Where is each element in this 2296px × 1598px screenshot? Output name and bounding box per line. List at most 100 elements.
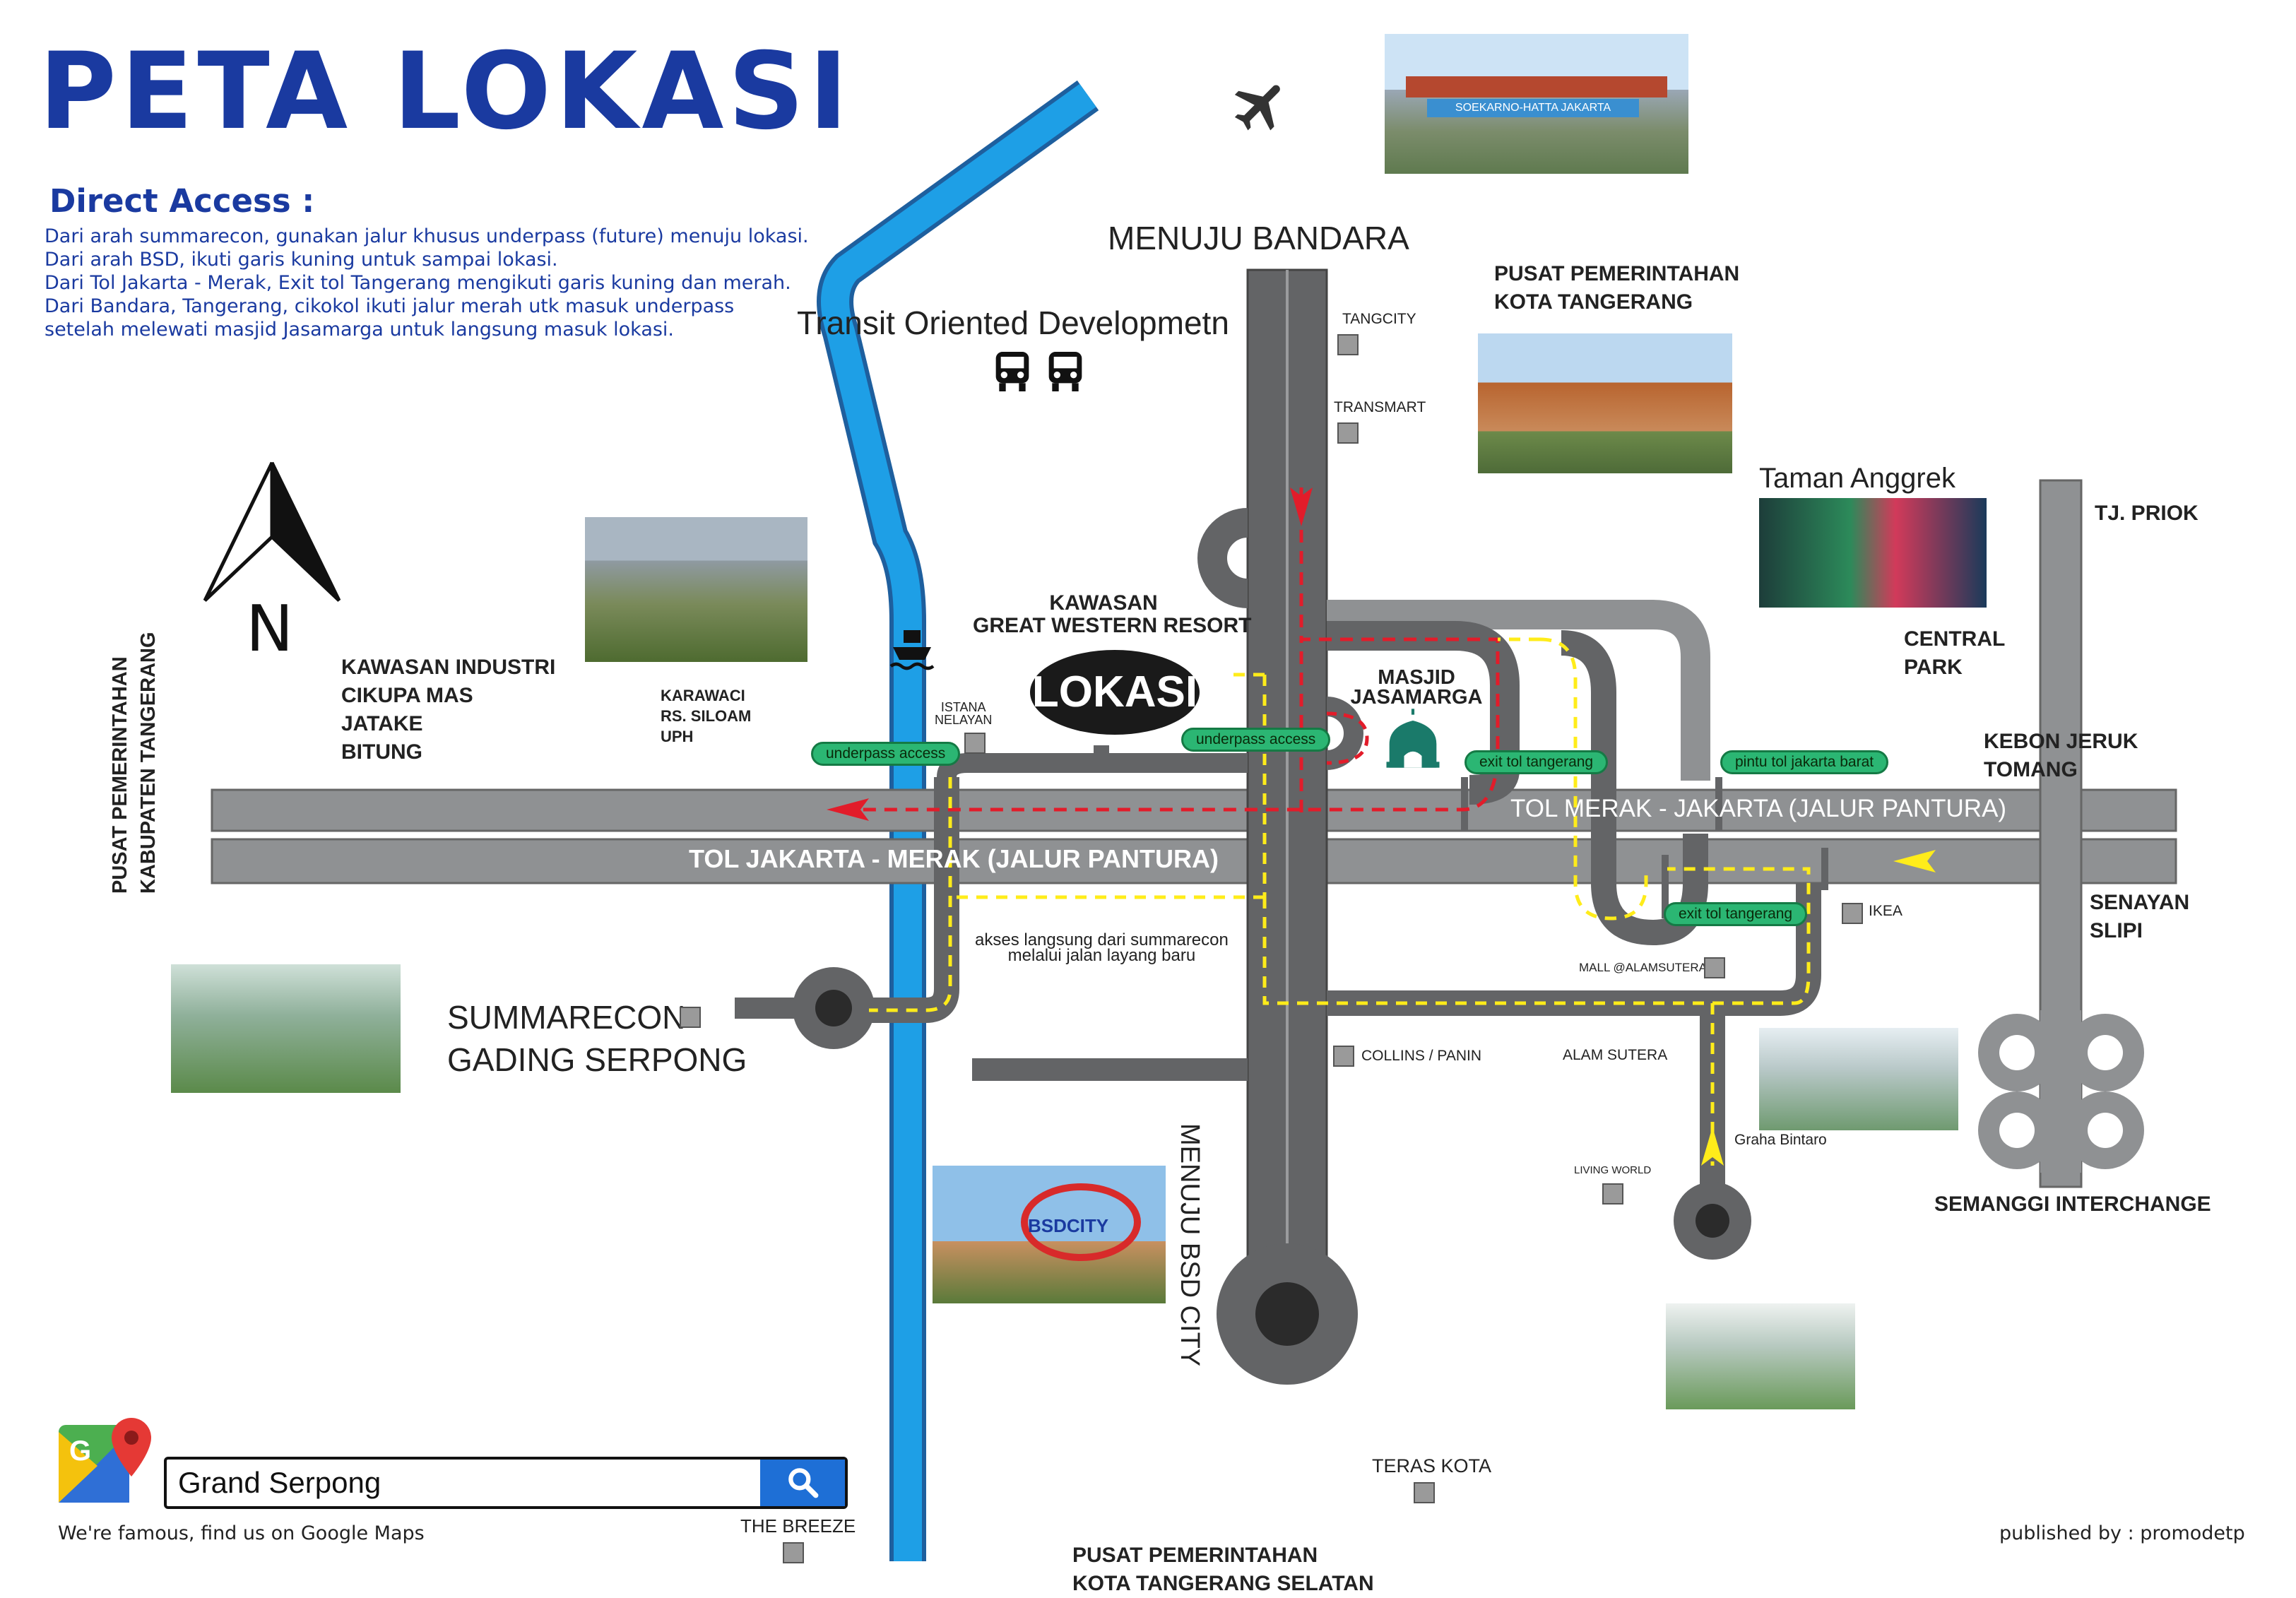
label-line: GADING SERPONG xyxy=(447,1041,747,1078)
label-line: ISTANA xyxy=(940,700,986,714)
plane-icon xyxy=(1229,74,1293,138)
ikea-marker xyxy=(1842,903,1863,924)
transmart-marker xyxy=(1337,422,1359,444)
airport-roof xyxy=(1406,76,1667,97)
tj-priok-label: TJ. PRIOK xyxy=(2095,502,2199,525)
red-arrow-left xyxy=(827,798,869,821)
label-line: KABUPATEN TANGERANG xyxy=(137,632,160,894)
search-icon xyxy=(781,1467,824,1502)
the-breeze-label: THE BREEZE xyxy=(740,1515,856,1537)
living-world-photo xyxy=(1666,1303,1855,1409)
yellow-arrow-up xyxy=(1701,1127,1724,1166)
label-line: CENTRAL xyxy=(1904,627,2006,651)
direct-access-line: Dari arah summarecon, gunakan jalur khus… xyxy=(45,225,809,247)
label-line: RS. SILOAM xyxy=(661,707,752,725)
taman-anggrek-photo xyxy=(1759,498,1987,608)
lokasi-marker[interactable]: LOKASI xyxy=(1030,650,1200,735)
red-arrow-down xyxy=(1290,487,1313,526)
collins-marker xyxy=(1333,1046,1354,1067)
toll-label-upper: TOL MERAK - JAKARTA (JALUR PANTURA) xyxy=(1510,795,2007,822)
karawaci-photo xyxy=(585,517,807,662)
airport-sign: SOEKARNO-HATTA JAKARTA xyxy=(1427,99,1639,117)
kota-tangerang-photo xyxy=(1478,333,1732,473)
label-line: KEBON JERUK xyxy=(1984,730,2138,753)
toll-road-lower xyxy=(211,838,2177,884)
kawasan-industri-label: KAWASAN INDUSTRI CIKUPA MAS JATAKE BITUN… xyxy=(341,653,555,767)
search-box xyxy=(164,1457,848,1509)
label-line: NELAYAN xyxy=(935,713,993,727)
label-line: PUSAT PEMERINTAHAN xyxy=(1494,262,1740,285)
teras-kota-label: TERAS KOTA xyxy=(1372,1455,1492,1476)
kebon-jeruk-label: KEBON JERUK TOMANG xyxy=(1984,728,2138,784)
label-line: KAWASAN xyxy=(1049,591,1158,615)
masjid-label: MASJID JASAMARGA xyxy=(1346,666,1487,708)
underpass-access-mid-pill: underpass access xyxy=(1181,728,1331,752)
summarecon-marker xyxy=(680,1007,701,1028)
living-world-label: LIVING WORLD xyxy=(1574,1164,1652,1176)
svg-text:G: G xyxy=(69,1436,91,1467)
semanggi-label: SEMANGGI INTERCHANGE xyxy=(1934,1192,2211,1216)
label-line: TOMANG xyxy=(1984,758,2078,781)
label-line: SLIPI xyxy=(2090,919,2143,942)
google-maps-icon[interactable]: G xyxy=(55,1416,154,1508)
label-line: JATAKE xyxy=(341,712,423,735)
direct-access-heading: Direct Access : xyxy=(49,182,315,220)
direct-access-line: Dari Bandara, Tangerang, cikokol ikuti j… xyxy=(45,295,735,317)
bsd-city-photo: BSDCITY xyxy=(933,1166,1166,1303)
summarecon-label: SUMMARECON GADING SERPONG xyxy=(447,996,747,1081)
exit-tol-tangerang-bottom-pill: exit tol tangerang xyxy=(1664,902,1808,926)
taman-anggrek-label: Taman Anggrek xyxy=(1759,463,1955,494)
direct-access-text: Dari arah summarecon, gunakan jalur khus… xyxy=(45,225,809,341)
lokasi-label: LOKASI xyxy=(1031,668,1198,716)
label-line: MASJID xyxy=(1378,666,1455,689)
label-line: KOTA TANGERANG xyxy=(1494,290,1693,314)
menuju-bsd-label: MENUJU BSD CITY xyxy=(1175,1123,1205,1367)
bsd-ring xyxy=(1021,1183,1141,1261)
label-line: SUMMARECON xyxy=(447,999,686,1036)
direct-access-line: Dari arah BSD, ikuti garis kuning untuk … xyxy=(45,249,558,271)
semanggi-interchange xyxy=(1978,1010,2144,1173)
graha-bintaro-photo xyxy=(1759,1028,1958,1130)
label-line: KAWASAN INDUSTRI xyxy=(341,656,556,679)
karawaci-label: KARAWACI RS. SILOAM UPH xyxy=(661,685,751,747)
central-park-label: CENTRAL PARK xyxy=(1904,625,2005,682)
label-line: PUSAT PEMERINTAHAN xyxy=(1072,1544,1318,1567)
tangcity-label: TANGCITY xyxy=(1342,311,1416,327)
underpass-access-left-pill: underpass access xyxy=(811,742,961,766)
direct-access-line: Dari Tol Jakarta - Merak, Exit tol Tange… xyxy=(45,272,791,294)
yellow-arrow-left xyxy=(1893,850,1936,872)
label-line: UPH xyxy=(661,728,694,745)
label-line: GREAT WESTERN RESORT xyxy=(973,614,1252,637)
istana-nelayan-marker xyxy=(964,733,986,754)
kawasan-gwr-label: KAWASAN GREAT WESTERN RESORT xyxy=(973,591,1252,637)
pusat-kab-label: PUSAT PEMERINTAHAN KABUPATEN TANGERANG xyxy=(106,632,162,894)
search-button[interactable] xyxy=(760,1460,845,1506)
compass-label: N xyxy=(246,592,294,666)
ship-icon xyxy=(887,622,937,673)
tod-label: Transit Oriented Developmetn xyxy=(797,304,1229,341)
bus-icon xyxy=(993,350,1032,393)
search-input[interactable] xyxy=(167,1460,732,1506)
bus-icon xyxy=(1046,350,1085,393)
transmart-label: TRANSMART xyxy=(1334,399,1426,415)
teras-kota-marker xyxy=(1414,1482,1435,1503)
alam-sutera-label: ALAM SUTERA xyxy=(1563,1047,1668,1063)
akses-label: akses langsung dari summarecon melalui j… xyxy=(975,930,1229,964)
menuju-bandara-label: MENUJU BANDARA xyxy=(1108,220,1409,256)
label-line: BITUNG xyxy=(341,740,422,764)
summarecon-photo xyxy=(171,964,401,1093)
river-fill xyxy=(821,83,1096,1561)
istana-nelayan-label: ISTANA NELAYAN xyxy=(935,701,992,726)
label-line: akses langsung dari summarecon xyxy=(975,930,1229,949)
living-world-marker xyxy=(1602,1183,1623,1205)
label-line: KOTA TANGERANG SELATAN xyxy=(1072,1572,1374,1595)
label-line: SENAYAN xyxy=(2090,891,2190,914)
label-line: PARK xyxy=(1904,656,1963,679)
published-by-label: published by : promodetp xyxy=(1999,1522,2245,1544)
pusat-pemerintahan-kota-label: PUSAT PEMERINTAHAN KOTA TANGERANG xyxy=(1494,260,1739,316)
page-title: PETA LOKASI xyxy=(39,30,853,153)
label-line: CIKUPA MAS xyxy=(341,684,473,707)
google-maps-caption: We're famous, find us on Google Maps xyxy=(58,1522,425,1544)
bsd-city-sign: BSDCITY xyxy=(1028,1215,1109,1236)
